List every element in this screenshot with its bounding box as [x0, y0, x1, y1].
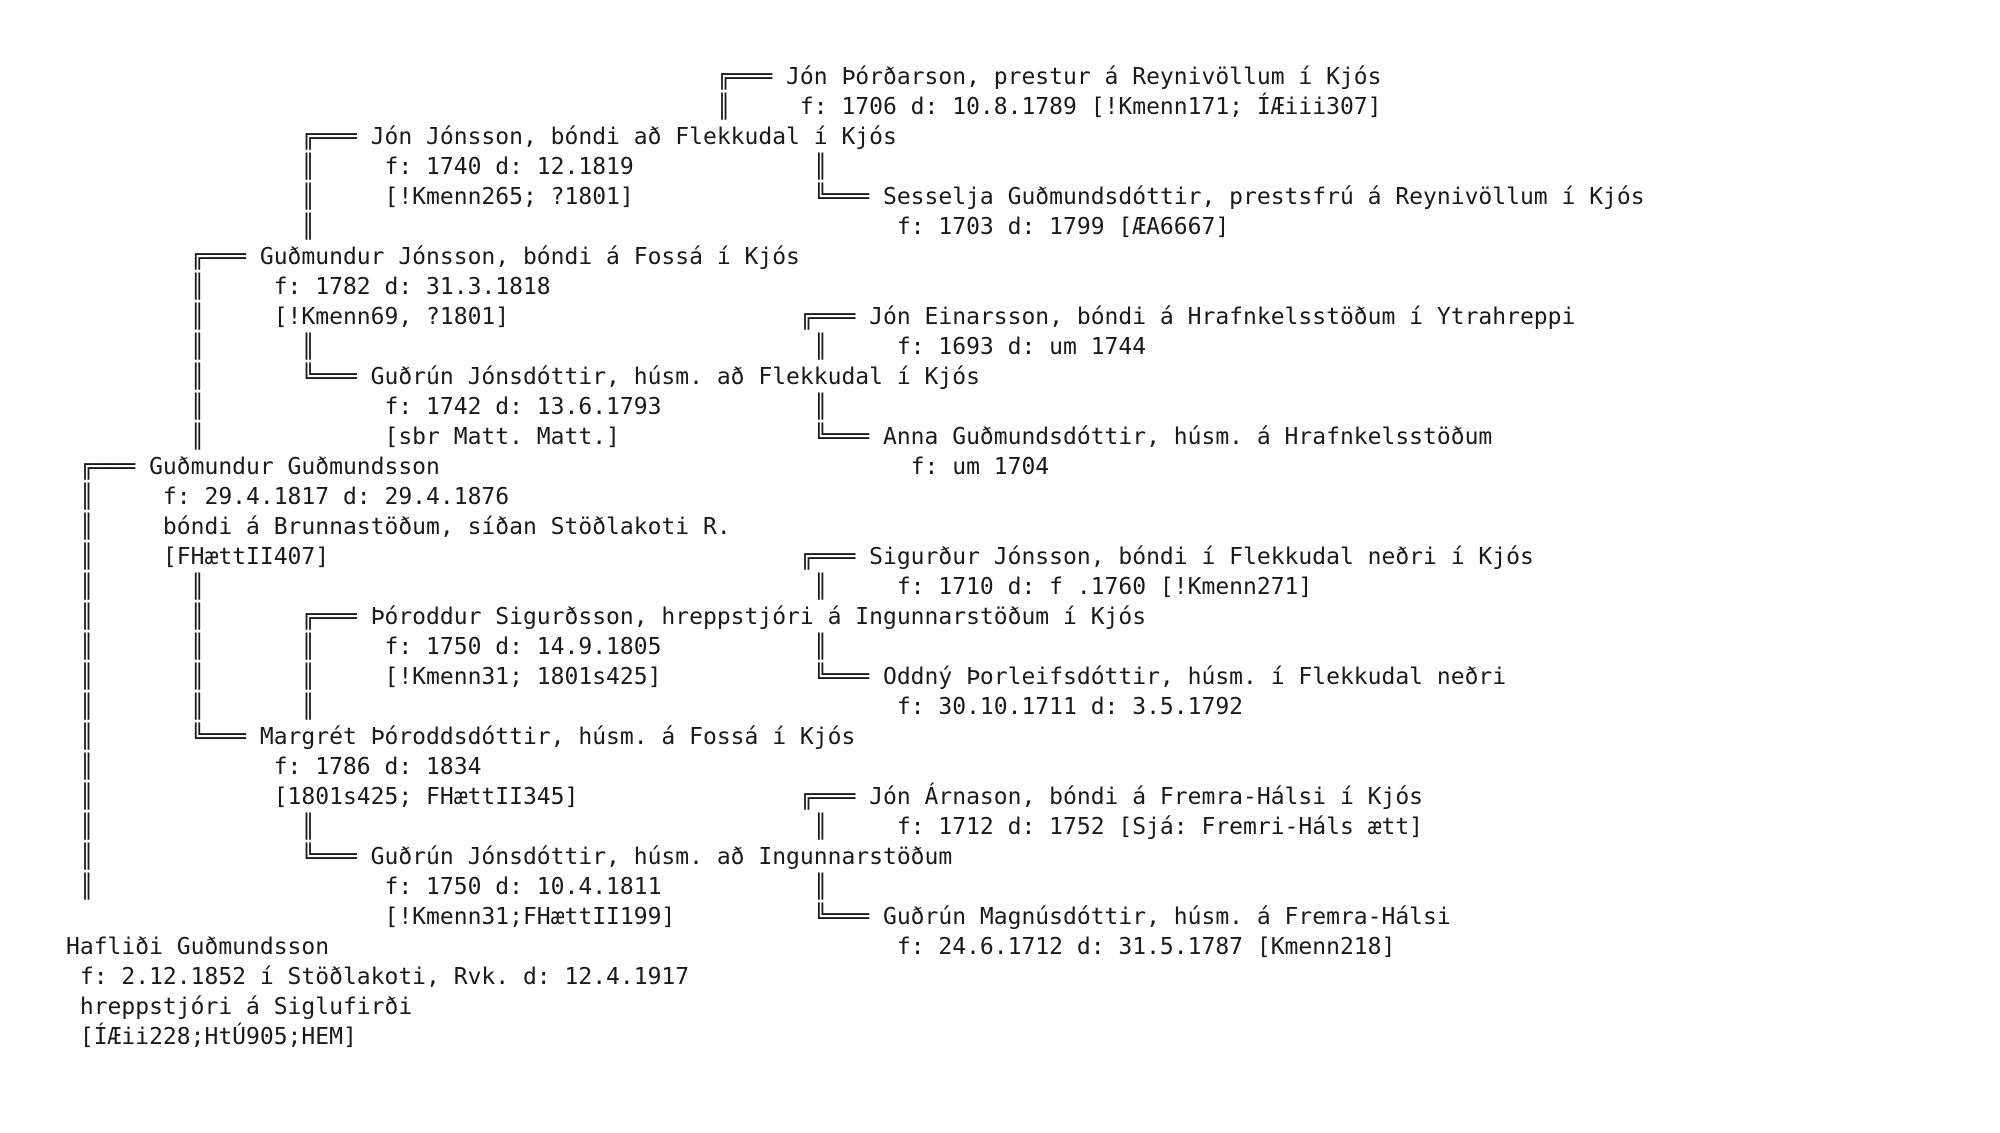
tree-line: ║ [!Kmenn265; ?1801] ╚═══ Sesselja Guðmu… — [66, 184, 1645, 210]
tree-line: ║ ╚═══ Guðrún Jónsdóttir, húsm. að Flekk… — [66, 364, 980, 390]
tree-line: ║ [1801s425; FHættII345] ╔═══ Jón Árnaso… — [66, 784, 1424, 810]
tree-line: ║ f: 1742 d: 13.6.1793 ║ — [66, 394, 828, 420]
genealogy-tree: ╔═══ Jón Þórðarson, prestur á Reynivöllu… — [66, 62, 1645, 1052]
tree-line: ║ [FHættII407] ╔═══ Sigurður Jónsson, bó… — [66, 544, 1534, 570]
tree-line: f: 2.12.1852 í Stöðlakoti, Rvk. d: 12.4.… — [66, 964, 690, 990]
tree-line: ║ [sbr Matt. Matt.] ╚═══ Anna Guðmundsdó… — [66, 424, 1493, 450]
tree-line: Hafliði Guðmundsson f: 24.6.1712 d: 31.5… — [66, 934, 1396, 960]
tree-line: hreppstjóri á Siglufirði — [66, 994, 413, 1020]
tree-line: ║ f: 1786 d: 1834 — [66, 754, 482, 780]
tree-line: ║ f: 1706 d: 10.8.1789 [!Kmenn171; ÍÆiii… — [66, 94, 1382, 120]
tree-line: ║ ║ ║ f: 1710 d: f .1760 [!Kmenn271] — [66, 574, 1313, 600]
tree-line: ║ [!Kmenn69, ?1801] ╔═══ Jón Einarsson, … — [66, 304, 1576, 330]
tree-line: ║ f: 29.4.1817 d: 29.4.1876 — [66, 484, 510, 510]
tree-line: ║ ║ ║ f: 30.10.1711 d: 3.5.1792 — [66, 694, 1244, 720]
tree-line: ║ ╚═══ Guðrún Jónsdóttir, húsm. að Ingun… — [66, 844, 953, 870]
tree-line: ║ f: 1750 d: 10.4.1811 ║ — [66, 874, 828, 900]
tree-line: ║ ║ ║ f: 1750 d: 14.9.1805 ║ — [66, 634, 828, 660]
tree-line: ║ ║ ╔═══ Þóroddur Sigurðsson, hreppstjór… — [66, 604, 1147, 630]
tree-line: [!Kmenn31;FHættII199] ╚═══ Guðrún Magnús… — [66, 904, 1451, 930]
tree-line: ║ ║ ║ [!Kmenn31; 1801s425] ╚═══ Oddný Þo… — [66, 664, 1507, 690]
tree-line: ╔═══ Guðmundur Jónsson, bóndi á Fossá í … — [66, 244, 800, 270]
tree-line: ║ ║ ║ f: 1693 d: um 1744 — [66, 334, 1147, 360]
tree-line: ║ ║ ║ f: 1712 d: 1752 [Sjá: Fremri-Háls … — [66, 814, 1424, 840]
tree-line: ║ ╚═══ Margrét Þóroddsdóttir, húsm. á Fo… — [66, 724, 856, 750]
tree-line: ║ bóndi á Brunnastöðum, síðan Stöðlakoti… — [66, 514, 731, 540]
tree-line: [ÍÆii228;HtÚ905;HEM] — [66, 1024, 357, 1050]
tree-line: ╔═══ Jón Þórðarson, prestur á Reynivöllu… — [66, 64, 1382, 90]
tree-line: ║ f: 1703 d: 1799 [ÆA6667] — [66, 214, 1230, 240]
tree-line: ║ f: 1740 d: 12.1819 ║ — [66, 154, 828, 180]
tree-line: ╔═══ Guðmundur Guðmundsson f: um 1704 — [66, 454, 1050, 480]
tree-line: ║ f: 1782 d: 31.3.1818 — [66, 274, 551, 300]
tree-line: ╔═══ Jón Jónsson, bóndi að Flekkudal í K… — [66, 124, 897, 150]
